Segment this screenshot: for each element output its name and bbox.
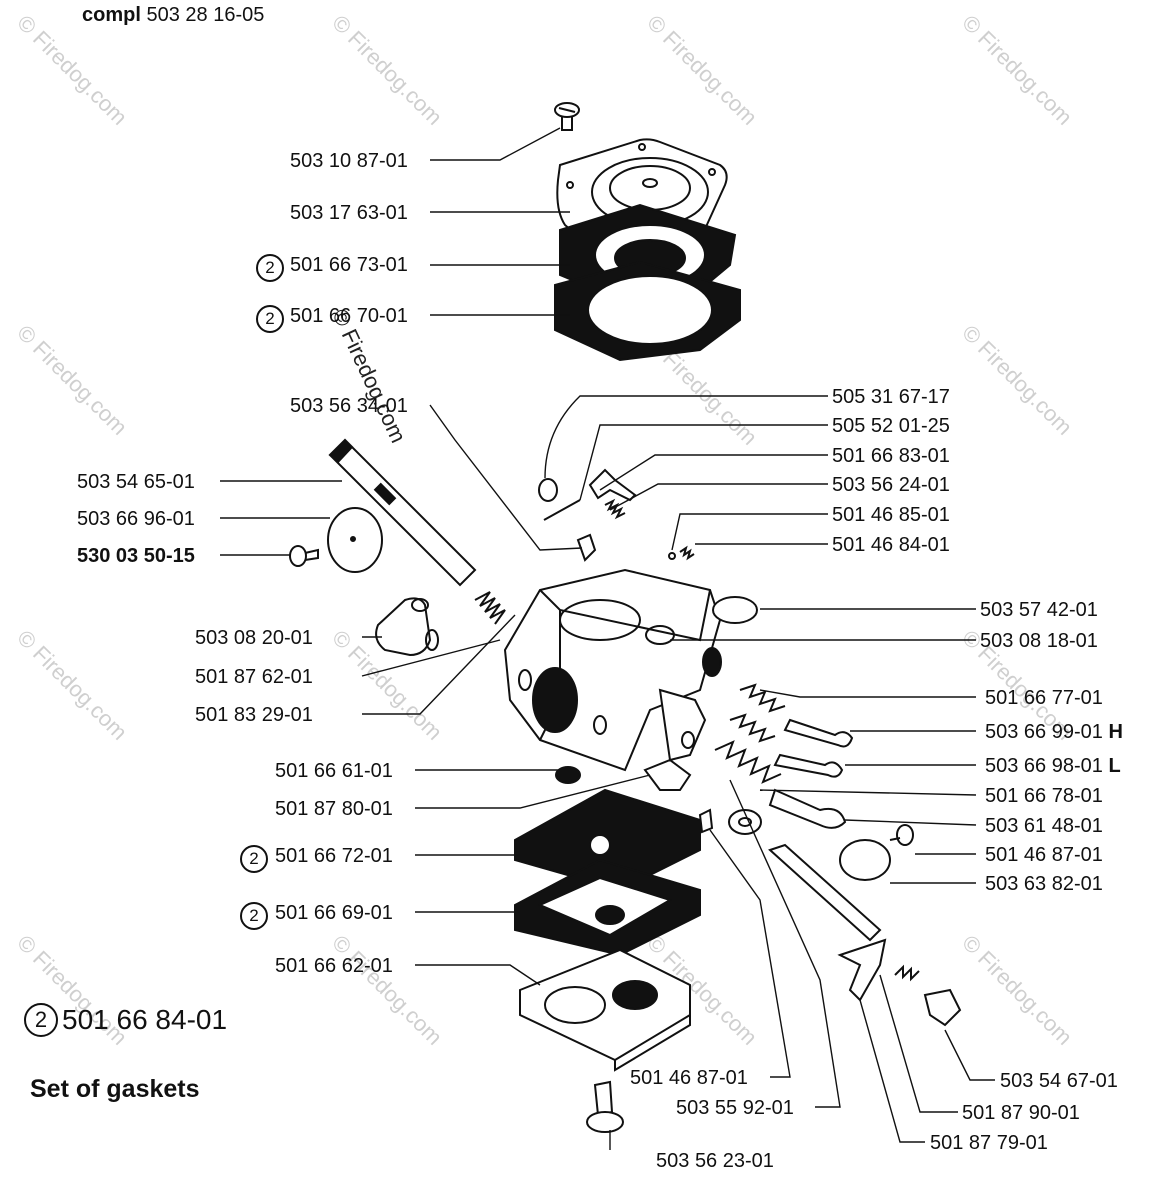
part-label: 501 46 85-01 <box>832 504 950 526</box>
gasket-set-mark: 2 <box>240 902 268 930</box>
part-label: 503 61 48-01 <box>985 815 1103 837</box>
part-label: 501 66 78-01 <box>985 785 1103 807</box>
part-label: 505 31 67-17 <box>832 386 950 408</box>
part-label: 501 87 90-01 <box>962 1102 1080 1124</box>
part-label: 501 87 80-01 <box>275 798 393 820</box>
part-label: 501 66 62-01 <box>275 955 393 977</box>
gasket-set-title: Set of gaskets <box>30 1075 200 1103</box>
part-label: 501 46 84-01 <box>832 534 950 556</box>
part-label: 503 66 96-01 <box>77 508 195 530</box>
partly-hidden-prefix: 503 <box>656 1150 690 1172</box>
gasket-set-number: 501 66 84-01 <box>62 1004 228 1035</box>
part-label: 501 87 62-01 <box>195 666 313 688</box>
part-number: 503 66 99-01 <box>985 721 1103 743</box>
h-suffix: H <box>1108 721 1123 743</box>
part-label: 530 03 50-15 <box>77 545 195 567</box>
part-label: 501 46 87-01 <box>630 1067 748 1089</box>
part-label: 501 66 73-01 <box>290 254 408 276</box>
part-label: 503 10 87-01 <box>290 150 408 172</box>
part-label: 503 56 34-01 <box>290 395 408 417</box>
part-label: 503 55 92-01 <box>676 1097 794 1119</box>
part-label: 501 66 83-01 <box>832 445 950 467</box>
l-suffix: L <box>1108 755 1121 777</box>
part-number: 503 66 98-01 <box>985 755 1103 777</box>
compl-word: compl <box>82 4 141 26</box>
part-label: 503 54 65-01 <box>77 471 195 493</box>
compl-number: 503 28 16-05 <box>146 4 265 26</box>
part-label: 503 08 20-01 <box>195 627 313 649</box>
part-label: 503 54 67-01 <box>1000 1070 1118 1092</box>
part-label: 503 56 24-01 <box>832 474 950 496</box>
part-label: 501 66 61-01 <box>275 760 393 782</box>
gasket-set-mark: 2 <box>240 845 268 873</box>
gasket-set-mark: 2 <box>256 305 284 333</box>
part-label: 501 66 70-01 <box>290 305 408 327</box>
part-label: 503 63 82-01 <box>985 873 1103 895</box>
part-label: 503 08 18-01 <box>980 630 1098 652</box>
part-label: 501 66 72-01 <box>275 845 393 867</box>
part-label: 501 66 77-01 <box>985 687 1103 709</box>
part-label: 501 87 79-01 <box>930 1132 1048 1154</box>
part-label: 503 17 63-01 <box>290 202 408 224</box>
gasket-set-mark: 2 <box>256 254 284 282</box>
part-number: 56 23-01 <box>694 1150 774 1172</box>
part-label: 503 66 98-01 L <box>985 755 1121 777</box>
part-label: 501 46 87-01 <box>985 844 1103 866</box>
part-label: 505 52 01-25 <box>832 415 950 437</box>
part-label: 501 66 69-01 <box>275 902 393 924</box>
part-label: 503 56 23-01 <box>656 1150 774 1172</box>
part-label: 501 83 29-01 <box>195 704 313 726</box>
gasket-set-mark: 2 <box>24 1003 58 1037</box>
compl-heading: compl 503 28 16-05 <box>82 4 264 26</box>
screw-top <box>554 102 580 131</box>
part-label: 503 57 42-01 <box>980 599 1098 621</box>
part-label: 503 66 99-01 H <box>985 721 1123 743</box>
